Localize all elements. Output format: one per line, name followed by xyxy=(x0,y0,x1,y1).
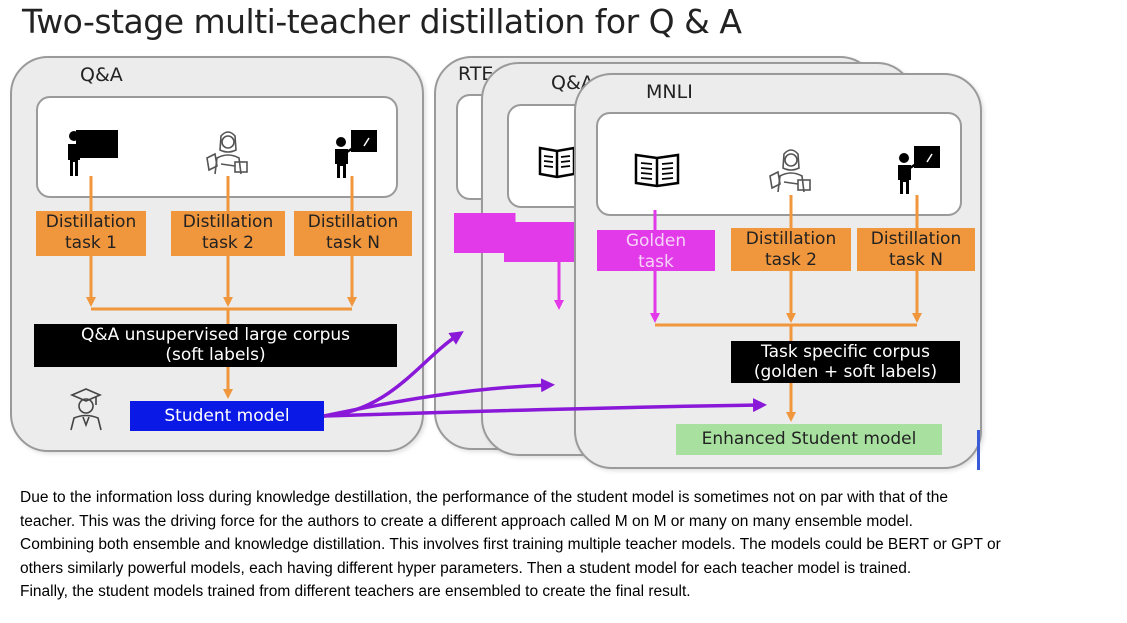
qa-orange-arrows xyxy=(86,176,357,399)
task-line2: task 1 xyxy=(64,233,117,253)
mnli-distillation-task-2: Distillation task 2 xyxy=(731,228,851,271)
corpus-line2: (golden + soft labels) xyxy=(753,362,938,382)
woman-with-book-icon xyxy=(206,131,248,175)
mnli-panel xyxy=(574,73,982,469)
mnli-panel-label: MNLI xyxy=(646,81,693,103)
mnli-arrows xyxy=(655,195,922,422)
corpus-line1: Q&A unsupervised large corpus xyxy=(80,325,351,345)
open-book-icon xyxy=(538,146,576,179)
task-line2: task N xyxy=(889,250,943,270)
qa-distillation-task-2: Distillation task 2 xyxy=(171,211,285,256)
qa-panel-label: Q&A xyxy=(80,64,123,86)
task-line1: Distillation xyxy=(307,212,399,232)
mnli-golden-task: Golden task xyxy=(597,230,715,272)
rte-panel-label: RTE xyxy=(458,63,494,85)
slide-title: Two-stage multi-teacher distillation for… xyxy=(22,2,742,41)
caption-line: others similarly powerful models, each h… xyxy=(20,559,912,577)
qa-golden-task-box xyxy=(504,222,584,262)
mnli-inner-box xyxy=(596,112,962,216)
corpus-line1: Task specific corpus xyxy=(761,342,930,362)
background-magenta-arrows xyxy=(512,213,564,310)
graduate-icon xyxy=(69,388,103,431)
task-line1: Distillation xyxy=(870,229,962,249)
corpus-line2: (soft labels) xyxy=(165,345,266,365)
teacher-pointing-icon xyxy=(898,146,940,194)
task-specific-corpus: Task specific corpus (golden + soft labe… xyxy=(731,341,960,383)
student-to-tasks-arrows xyxy=(323,331,767,418)
student-model: Student model xyxy=(130,401,324,431)
mnli-distillation-task-n: Distillation task N xyxy=(857,228,975,271)
caption-line: Finally, the student models trained from… xyxy=(20,583,691,600)
task-line2: task N xyxy=(326,233,380,253)
task-line2: task 2 xyxy=(201,233,254,253)
qa-distillation-task-1: Distillation task 1 xyxy=(36,211,146,256)
caption-text: Due to the information loss during knowl… xyxy=(20,486,1120,604)
golden-line1: Golden xyxy=(625,231,687,251)
qa-distillation-task-n: Distillation task N xyxy=(294,211,412,256)
task-line1: Distillation xyxy=(45,212,137,232)
diagram-slide: Two-stage multi-teacher distillation for… xyxy=(10,2,982,470)
caption-line: Due to the information loss during knowl… xyxy=(20,489,948,506)
qa-inner-box xyxy=(36,96,398,198)
golden-line2: task xyxy=(638,252,674,272)
caption-line: teacher. This was the driving force for … xyxy=(20,512,913,530)
task-line1: Distillation xyxy=(745,229,837,249)
woman-with-book-icon xyxy=(769,149,811,193)
task-line2: task 2 xyxy=(764,250,817,270)
edge-marker xyxy=(977,430,980,470)
task-line1: Distillation xyxy=(182,212,274,232)
caption-line: Combining both ensemble and knowledge di… xyxy=(20,536,1001,553)
teacher-pointing-icon xyxy=(335,130,377,178)
open-book-icon xyxy=(634,153,680,188)
enhanced-student-model: Enhanced Student model xyxy=(676,424,942,455)
flow-arrows xyxy=(86,176,922,422)
teacher-at-board-icon xyxy=(68,130,118,176)
qa-unsupervised-corpus: Q&A unsupervised large corpus (soft labe… xyxy=(34,324,397,367)
